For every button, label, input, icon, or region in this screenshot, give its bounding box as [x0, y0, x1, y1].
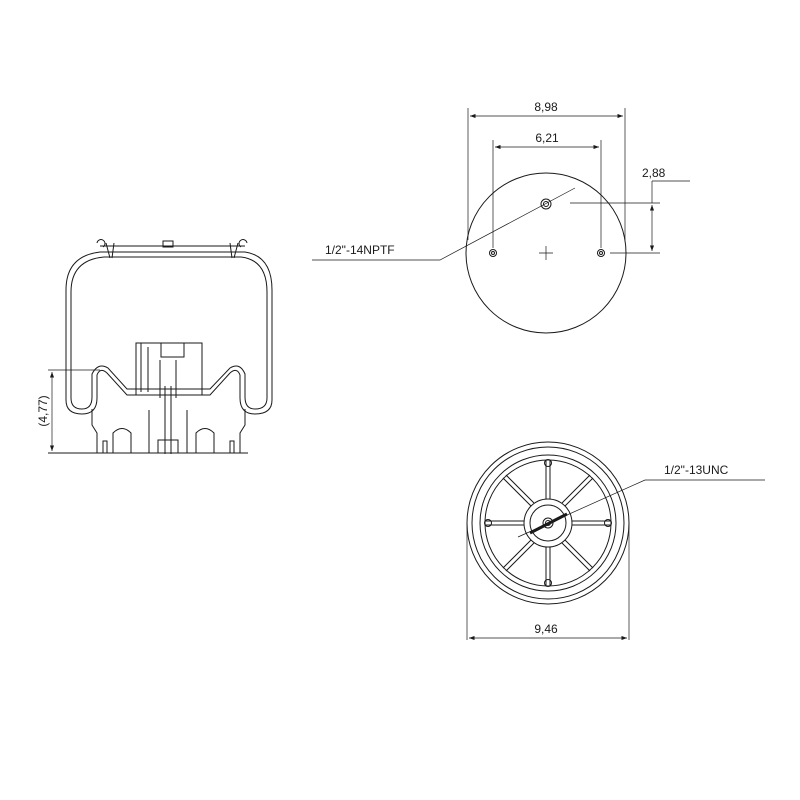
height-dimension-label: (4,77)	[36, 395, 50, 426]
top-view: 8,98 6,21 2,88 1/2"-14NPTF	[312, 100, 690, 334]
bottom-width-label: 9,46	[534, 622, 558, 636]
port-offset-label: 2,88	[642, 166, 666, 180]
bottom-view: 9,46 1/2"-13UNC	[466, 441, 765, 641]
bottom-thread-label: 1/2"-13UNC	[664, 463, 729, 477]
hole-spacing-label: 6,21	[535, 131, 559, 145]
side-view: (4,77)	[36, 239, 273, 454]
top-width-label: 8,98	[534, 100, 558, 114]
port-thread-label: 1/2"-14NPTF	[325, 243, 395, 257]
center-mark-icon	[539, 246, 553, 260]
